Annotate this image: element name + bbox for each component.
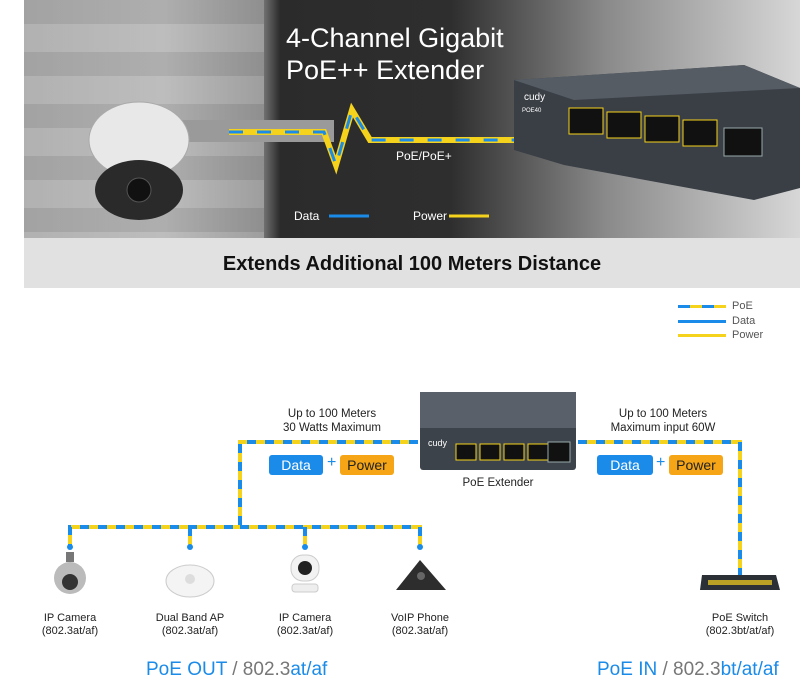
right-power-chip: Power [669, 455, 723, 475]
hero-graphic [88, 65, 800, 220]
device-label-1: Dual Band AP (802.3at/af) [135, 612, 245, 638]
poe-extender-device [420, 392, 576, 470]
hero-title: 4-Channel Gigabit PoE++ Extender [286, 22, 504, 86]
right-data-chip: Data [597, 455, 653, 475]
left-power-chip: Power [340, 455, 394, 475]
legend-power: Power [678, 329, 763, 341]
poe-in-std: bt/at/af [720, 659, 779, 680]
extender-label: PoE Extender [462, 477, 534, 489]
extender-brand: cudy [428, 438, 448, 448]
hero-device-ports [568, 107, 763, 157]
hero-poe-label: PoE/PoE+ [396, 149, 452, 163]
dome-camera-icon [54, 552, 86, 594]
device-standard: (802.3at/af) [276, 625, 334, 637]
poe-out-sep: / 802.3 [226, 659, 291, 680]
device-name: IP Camera [43, 612, 97, 624]
poe-cables [68, 440, 742, 575]
left-segment-label: Up to 100 Meters 30 Watts Maximum [262, 407, 402, 435]
hero-data-label: Data [294, 209, 320, 223]
device-label-4: PoE Switch (802.3bt/at/af) [685, 612, 795, 638]
legend-data-label: Data [732, 315, 756, 327]
legend-data-line [678, 319, 726, 323]
device-standard: (802.3at/af) [391, 625, 449, 637]
legend-power-line [678, 333, 726, 337]
poe-in-title: PoE IN / 802.3bt/at/af [597, 659, 779, 681]
left-segment-distance: Up to 100 Meters [287, 408, 377, 420]
device-name: PoE Switch [711, 612, 769, 624]
poe-in-sep: / 802.3 [657, 659, 721, 680]
poe-in-main: PoE IN [597, 659, 658, 680]
left-plus: + [327, 454, 337, 471]
voip-phone-icon [396, 560, 446, 590]
hero-device-top [514, 65, 800, 100]
right-segment-label: Up to 100 Meters Maximum input 60W [588, 407, 738, 435]
hero-banner: 4-Channel Gigabit PoE++ Extender cudy PO… [24, 0, 800, 238]
device-standard: (802.3bt/at/af) [705, 625, 775, 637]
legend-data: Data [678, 315, 755, 327]
home-camera-icon [290, 554, 320, 593]
hero-title-line2: PoE++ Extender [286, 55, 485, 85]
hero-device-brand: cudy [524, 92, 546, 103]
device-name: IP Camera [278, 612, 332, 624]
poe-out-title: PoE OUT / 802.3at/af [146, 659, 327, 681]
device-name: VoIP Phone [391, 612, 449, 624]
hero-device-model: POE40 [522, 108, 542, 114]
left-segment-power: 30 Watts Maximum [283, 422, 381, 434]
left-data-chip: Data [269, 455, 323, 475]
poe-out-main: PoE OUT [146, 659, 227, 680]
device-label-3: VoIP Phone (802.3at/af) [365, 612, 475, 638]
legend-poe-label: PoE [732, 300, 753, 312]
device-standard: (802.3at/af) [41, 625, 99, 637]
poe-out-std: at/af [290, 659, 328, 680]
device-name: Dual Band AP [155, 612, 225, 624]
right-segment-power: Maximum input 60W [610, 422, 716, 434]
legend-power-label: Power [732, 329, 764, 341]
device-label-2: IP Camera (802.3at/af) [250, 612, 360, 638]
device-label-0: IP Camera (802.3at/af) [15, 612, 125, 638]
legend-poe-line [678, 304, 726, 308]
distance-banner: Extends Additional 100 Meters Distance [24, 238, 800, 288]
cable-endpoints [67, 544, 423, 550]
hero-power-label: Power [413, 209, 448, 223]
device-standard: (802.3at/af) [161, 625, 219, 637]
legend-poe: PoE [678, 300, 753, 312]
right-segment-distance: Up to 100 Meters [618, 408, 708, 420]
access-point-icon [165, 564, 215, 598]
hero-title-line1: 4-Channel Gigabit [286, 23, 504, 53]
right-plus: + [656, 454, 666, 471]
hero-data-cable [229, 106, 574, 170]
camera-lens [126, 177, 152, 203]
poe-switch-icon [700, 575, 780, 590]
